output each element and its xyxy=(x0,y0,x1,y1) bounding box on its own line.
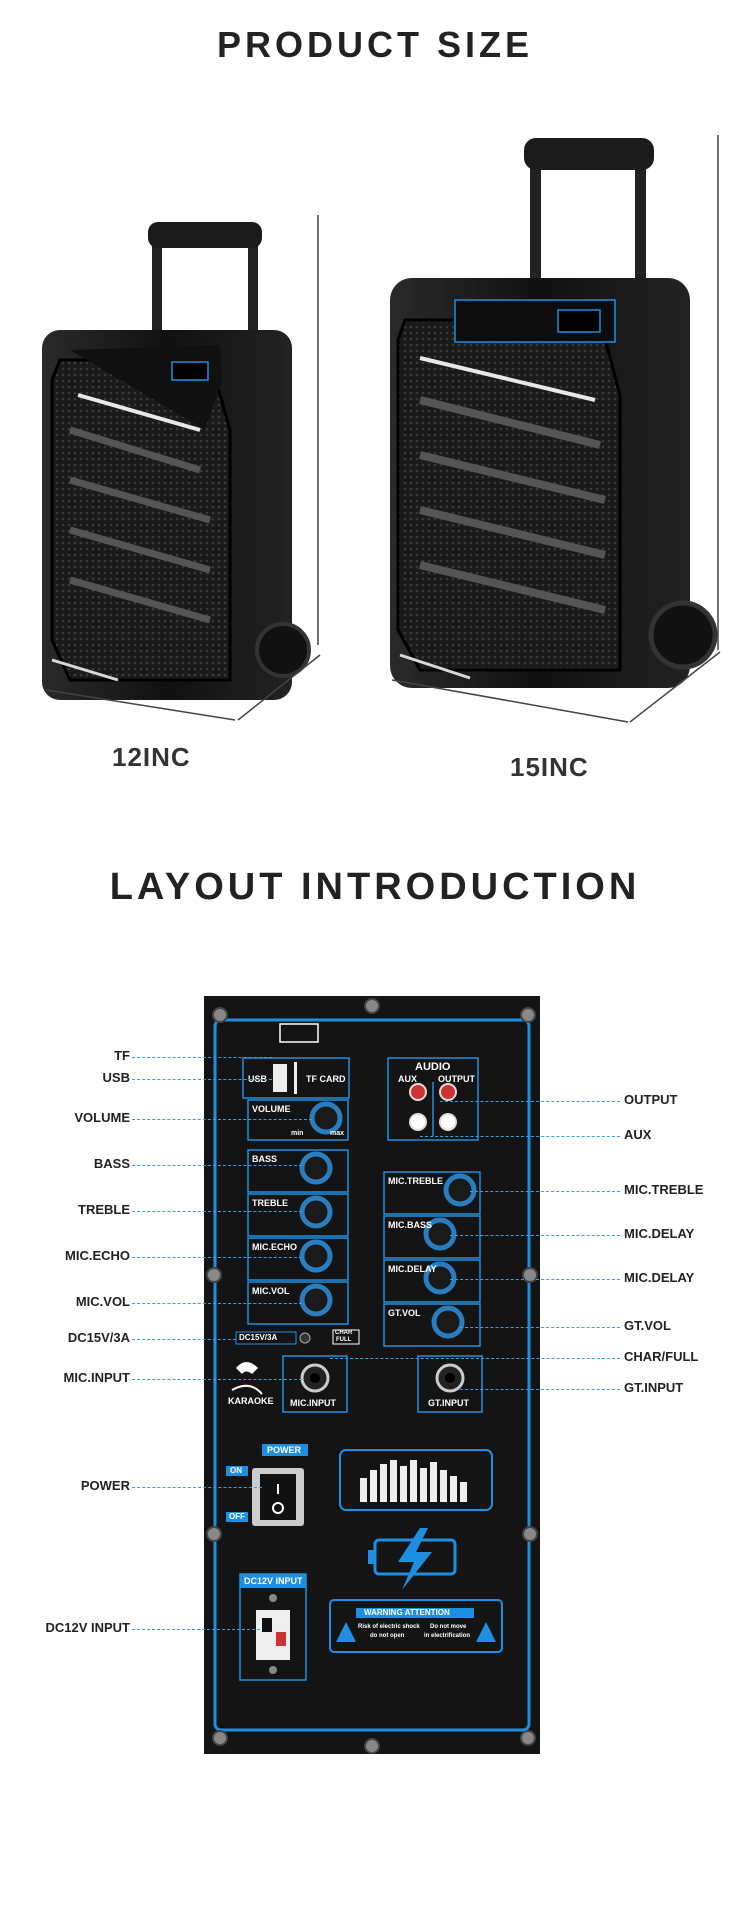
tf-card-label: TF CARD xyxy=(306,1074,346,1084)
callout-dc15v: DC15V/3A xyxy=(67,1330,130,1345)
leader-output xyxy=(440,1101,620,1102)
leader-mic-treble xyxy=(470,1191,620,1192)
bass-label: BASS xyxy=(252,1154,278,1164)
leader-mic-delay-1 xyxy=(450,1235,620,1236)
callout-aux: AUX xyxy=(624,1127,652,1142)
callout-mic-delay-1: MIC.DELAY xyxy=(624,1226,695,1241)
callout-tf: TF xyxy=(114,1048,130,1063)
callout-mic-echo: MIC.ECHO xyxy=(65,1248,130,1263)
battery-icon xyxy=(368,1528,457,1590)
leader-mic-echo xyxy=(132,1257,302,1258)
callout-gt-vol: GT.VOL xyxy=(624,1318,671,1333)
karaoke-label: KARAOKE xyxy=(228,1396,274,1406)
dc12-panel-label: DC12V INPUT xyxy=(244,1576,303,1586)
tf-slot xyxy=(294,1062,297,1094)
product-size-title: PRODUCT SIZE xyxy=(216,24,533,65)
speaker-15-inch xyxy=(390,135,721,723)
char-label: CHAR xyxy=(335,1330,353,1336)
leader-gt-input xyxy=(460,1389,620,1390)
warning-text-2b: in electrification xyxy=(424,1633,471,1639)
callout-mic-treble: MIC.TREBLE xyxy=(624,1182,704,1197)
warning-text-2a: Do not move xyxy=(430,1624,467,1630)
off-label: OFF xyxy=(229,1512,245,1521)
leader-aux xyxy=(420,1136,620,1137)
volume-label: VOLUME xyxy=(252,1104,291,1114)
on-label: ON xyxy=(230,1466,242,1475)
rca-jacks xyxy=(409,1083,457,1131)
usb-port xyxy=(273,1064,287,1092)
leader-usb xyxy=(132,1079,272,1080)
callout-mic-delay-2: MIC.DELAY xyxy=(624,1270,695,1285)
callout-usb: USB xyxy=(102,1070,130,1085)
brand-logo-box xyxy=(279,1023,319,1043)
power-panel-label: POWER xyxy=(267,1445,302,1455)
leader-mic-delay-2 xyxy=(450,1279,620,1280)
callout-power: POWER xyxy=(80,1478,130,1493)
callout-char-full: CHAR/FULL xyxy=(624,1349,699,1364)
size-label-12-inch: 12INC xyxy=(112,742,191,772)
layout-introduction-title: LAYOUT INTRODUCTION xyxy=(109,866,641,908)
mic-vol-label: MIC.VOL xyxy=(252,1286,290,1296)
mic-input-panel-label: MIC.INPUT xyxy=(290,1398,336,1408)
callout-dc12v-input: DC12V INPUT xyxy=(45,1620,130,1635)
speaker-illustrations xyxy=(42,135,721,723)
leader-volume xyxy=(132,1119,312,1120)
gt-input-panel-label: GT.INPUT xyxy=(428,1398,470,1408)
leader-mic-vol xyxy=(132,1303,302,1304)
max-label: max xyxy=(330,1130,345,1137)
full-label: FULL xyxy=(336,1337,352,1343)
treble-label: TREBLE xyxy=(252,1198,288,1208)
mic-echo-label: MIC.ECHO xyxy=(252,1242,297,1252)
audio-label: AUDIO xyxy=(415,1061,451,1073)
callout-mic-vol: MIC.VOL xyxy=(75,1294,130,1309)
leader-bass xyxy=(132,1165,302,1166)
mic-delay-label: MIC.DELAY xyxy=(388,1264,437,1274)
gt-vol-label: GT.VOL xyxy=(388,1308,421,1318)
leader-mic-input xyxy=(132,1379,302,1380)
callout-output: OUTPUT xyxy=(624,1092,678,1107)
leader-treble xyxy=(132,1211,302,1212)
leader-tf xyxy=(132,1057,272,1058)
callout-gt-input: GT.INPUT xyxy=(624,1380,684,1395)
output-label: OUTPUT xyxy=(438,1074,475,1084)
warning-text-1b: do not open xyxy=(370,1633,405,1639)
aux-label: AUX xyxy=(398,1074,418,1084)
callout-treble: TREBLE xyxy=(78,1202,130,1217)
leader-dc15v xyxy=(132,1339,236,1340)
leader-power xyxy=(132,1487,262,1488)
mic-bass-label: MIC.BASS xyxy=(388,1220,433,1230)
callout-bass: BASS xyxy=(93,1156,130,1171)
leader-dc12v-input xyxy=(132,1629,260,1630)
speaker-12-inch xyxy=(42,215,321,721)
warning-text-1a: Risk of electric shock xyxy=(358,1624,420,1630)
leader-gt-vol xyxy=(460,1327,620,1328)
dc15-label: DC15V/3A xyxy=(239,1333,278,1342)
min-label: min xyxy=(291,1130,304,1137)
size-label-15-inch: 15INC xyxy=(510,752,589,782)
callout-volume: VOLUME xyxy=(74,1110,130,1125)
callout-mic-input: MIC.INPUT xyxy=(63,1370,130,1385)
leader-char-full xyxy=(330,1358,620,1359)
equalizer-bars xyxy=(360,1460,467,1502)
mic-treble-label: MIC.TREBLE xyxy=(388,1176,443,1186)
warning-label: WARNING ATTENTION xyxy=(364,1608,450,1617)
